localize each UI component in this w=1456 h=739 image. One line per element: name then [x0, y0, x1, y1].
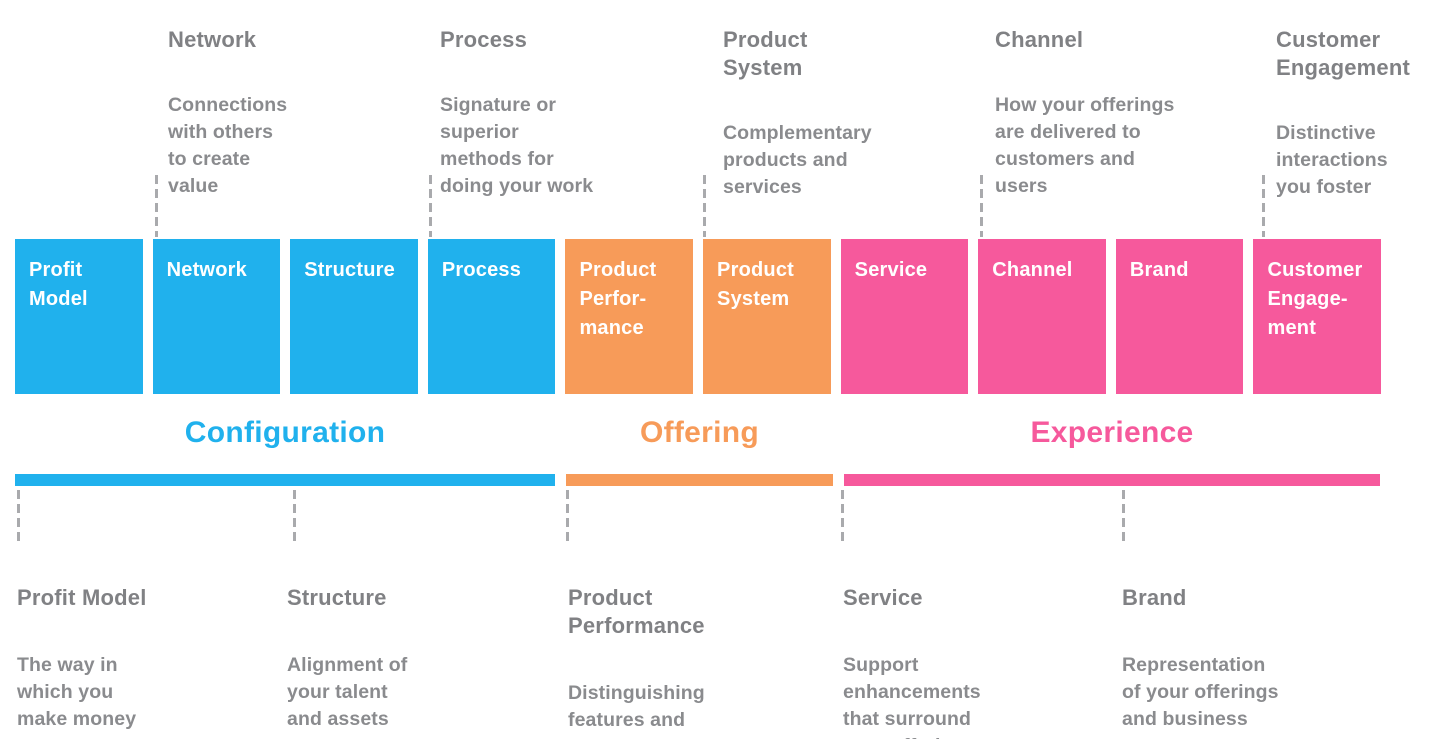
annotation-title: Profit Model — [17, 585, 147, 610]
group-label-configuration: Configuration — [184, 416, 386, 449]
annotation-description: Alignment of your talent and assets — [287, 654, 408, 730]
connector-bottom-profit-model — [17, 490, 20, 546]
connector-bottom-structure — [293, 490, 296, 546]
annotation-top-process: Process Signature or superior methods fo… — [440, 8, 593, 218]
annotation-title: Product Performance — [568, 585, 705, 638]
innovation-types-row: Profit Model Network Structure Process P… — [15, 239, 1381, 394]
connector-bottom-product-performance — [566, 490, 569, 546]
annotation-bottom-profit-model: Profit Model The way in which you make m… — [17, 566, 147, 739]
annotation-top-customer-engagement: Customer Engagement Distinctive interact… — [1276, 8, 1410, 219]
connector-top-network — [155, 175, 158, 237]
box-product-system: Product System — [703, 239, 831, 394]
annotation-description: The way in which you make money — [17, 654, 137, 730]
connector-top-product-system — [703, 175, 706, 237]
annotation-description: Signature or superior methods for doing … — [440, 94, 594, 197]
annotation-top-network: Network Connections with others to creat… — [168, 8, 287, 218]
box-product-performance: Product Perfor- mance — [565, 239, 693, 394]
annotation-description: Connections with others to create value — [168, 94, 288, 197]
annotation-bottom-service: Service Support enhancements that surrou… — [843, 566, 981, 739]
annotation-description: Distinctive interactions you foster — [1276, 122, 1388, 198]
box-structure: Structure — [290, 239, 418, 394]
box-profit-model: Profit Model — [15, 239, 143, 394]
box-process: Process — [427, 239, 556, 394]
group-bar-configuration — [15, 474, 555, 486]
annotation-description: Distinguishing features and functionalit… — [568, 682, 705, 739]
group-label-experience: Experience — [1030, 416, 1194, 449]
box-customer-engagement: Customer Engage- ment — [1253, 239, 1381, 394]
annotation-description: Representation of your offerings and bus… — [1122, 654, 1279, 730]
annotation-bottom-structure: Structure Alignment of your talent and a… — [287, 566, 407, 739]
annotation-description: Complementary products and services — [723, 122, 872, 198]
connector-top-customer-engagement — [1262, 175, 1265, 237]
group-label-offering: Offering — [639, 416, 760, 449]
annotation-description: How your offerings are delivered to cust… — [995, 94, 1175, 197]
annotation-bottom-product-performance: Product Performance Distinguishing featu… — [568, 566, 705, 739]
connector-bottom-service — [841, 490, 844, 546]
group-bar-offering — [566, 474, 833, 486]
annotation-title: Product System — [723, 27, 808, 80]
annotation-title: Channel — [995, 27, 1084, 52]
connector-top-channel — [980, 175, 983, 237]
annotation-bottom-brand: Brand Representation of your offerings a… — [1122, 566, 1279, 739]
annotation-title: Brand — [1122, 585, 1187, 610]
connector-bottom-brand — [1122, 490, 1125, 546]
annotation-top-channel: Channel How your offerings are delivered… — [995, 8, 1174, 218]
group-bar-experience — [844, 474, 1380, 486]
box-channel: Channel — [978, 239, 1106, 394]
annotation-top-product-system: Product System Complementary products an… — [723, 8, 872, 219]
annotation-description: Support enhancements that surround your … — [843, 654, 981, 739]
box-service: Service — [840, 239, 969, 394]
annotation-title: Structure — [287, 585, 387, 610]
box-network: Network — [152, 239, 281, 394]
annotation-title: Process — [440, 27, 528, 52]
annotation-title: Customer Engagement — [1276, 27, 1411, 80]
connector-top-process — [429, 175, 432, 237]
annotation-title: Network — [168, 27, 257, 52]
box-brand: Brand — [1115, 239, 1244, 394]
annotation-title: Service — [843, 585, 923, 610]
